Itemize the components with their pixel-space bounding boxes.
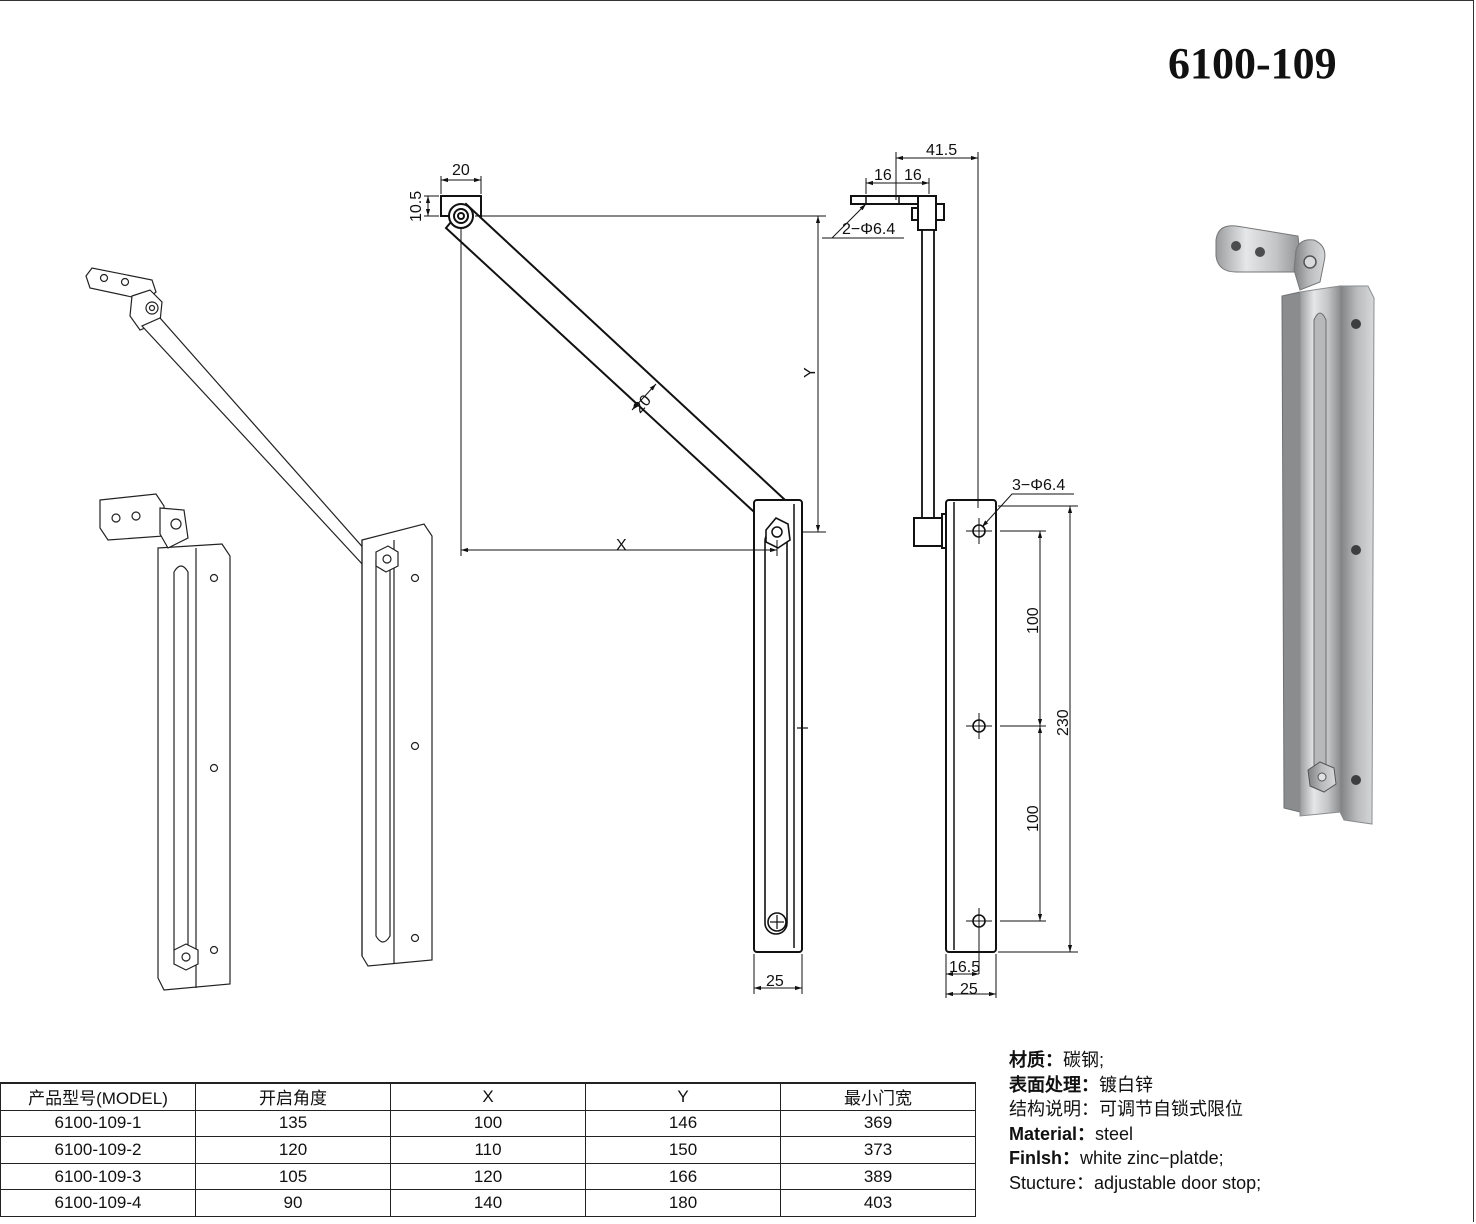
- side-arm: [921, 229, 935, 519]
- dim-side-offset: 16.5: [949, 959, 980, 976]
- dim-bottom-holes: 3−Φ6.4: [1012, 477, 1065, 494]
- front-dimensions: [424, 176, 826, 994]
- render-channel: [1281, 291, 1301, 813]
- dim-base-width-side: 25: [960, 981, 978, 998]
- spec-row-structure-en: Stucture：adjustable door stop;: [1009, 1172, 1262, 1193]
- dim-top-width: 20: [452, 162, 470, 179]
- header-model: 产品型号(MODEL): [0, 1081, 196, 1111]
- header-y: Y: [585, 1081, 781, 1111]
- model-title: 6100-109: [1168, 39, 1337, 88]
- iso-right-channel: [361, 523, 433, 967]
- iso-left-channel: [157, 543, 231, 991]
- spec-row-structure-cn: 结构说明：可调节自锁式限位: [1009, 1099, 1243, 1119]
- dim-total-length: 230: [1055, 709, 1072, 736]
- front-view: [440, 195, 808, 953]
- spec-row-material-en: Material：steel: [1009, 1123, 1134, 1144]
- dim-top-offset: 10.5: [408, 191, 425, 222]
- side-view: [850, 195, 997, 953]
- table-header-row: 产品型号(MODEL) 开启角度 X Y 最小门宽: [0, 1081, 976, 1111]
- dim-spacing-lower: 100: [1025, 805, 1042, 832]
- header-min-door-width: 最小门宽: [780, 1081, 976, 1111]
- spec-row-finish-en: Finlsh：white zinc−platde;: [1009, 1148, 1224, 1168]
- dim-x-label: X: [616, 537, 627, 554]
- dim-top-holes: 2−Φ6.4: [842, 221, 895, 238]
- side-dimensions: [822, 152, 1078, 998]
- header-x: X: [390, 1081, 586, 1111]
- spec-row-finish-cn: 表面处理：镀白锌: [1009, 1074, 1153, 1095]
- product-render: [1215, 225, 1375, 825]
- side-hole-centerlines: [966, 518, 992, 934]
- dim-hole-spacing-a: 16: [874, 167, 892, 184]
- front-arm: [444, 202, 800, 536]
- spec-notes: 材质：碳钢; 表面处理：镀白锌 结构说明：可调节自锁式限位 Material：s…: [1009, 1048, 1261, 1195]
- dim-hole-spacing-b: 16: [904, 167, 922, 184]
- isometric-sketch: [85, 267, 433, 991]
- header-angle: 开启角度: [195, 1081, 391, 1111]
- dim-y-label: Y: [802, 367, 819, 378]
- dim-spacing-upper: 100: [1025, 607, 1042, 634]
- dim-base-width-front: 25: [766, 973, 784, 990]
- dim-overall-reach: 41.5: [926, 142, 957, 159]
- spec-row-material-cn: 材质：碳钢;: [1009, 1050, 1105, 1070]
